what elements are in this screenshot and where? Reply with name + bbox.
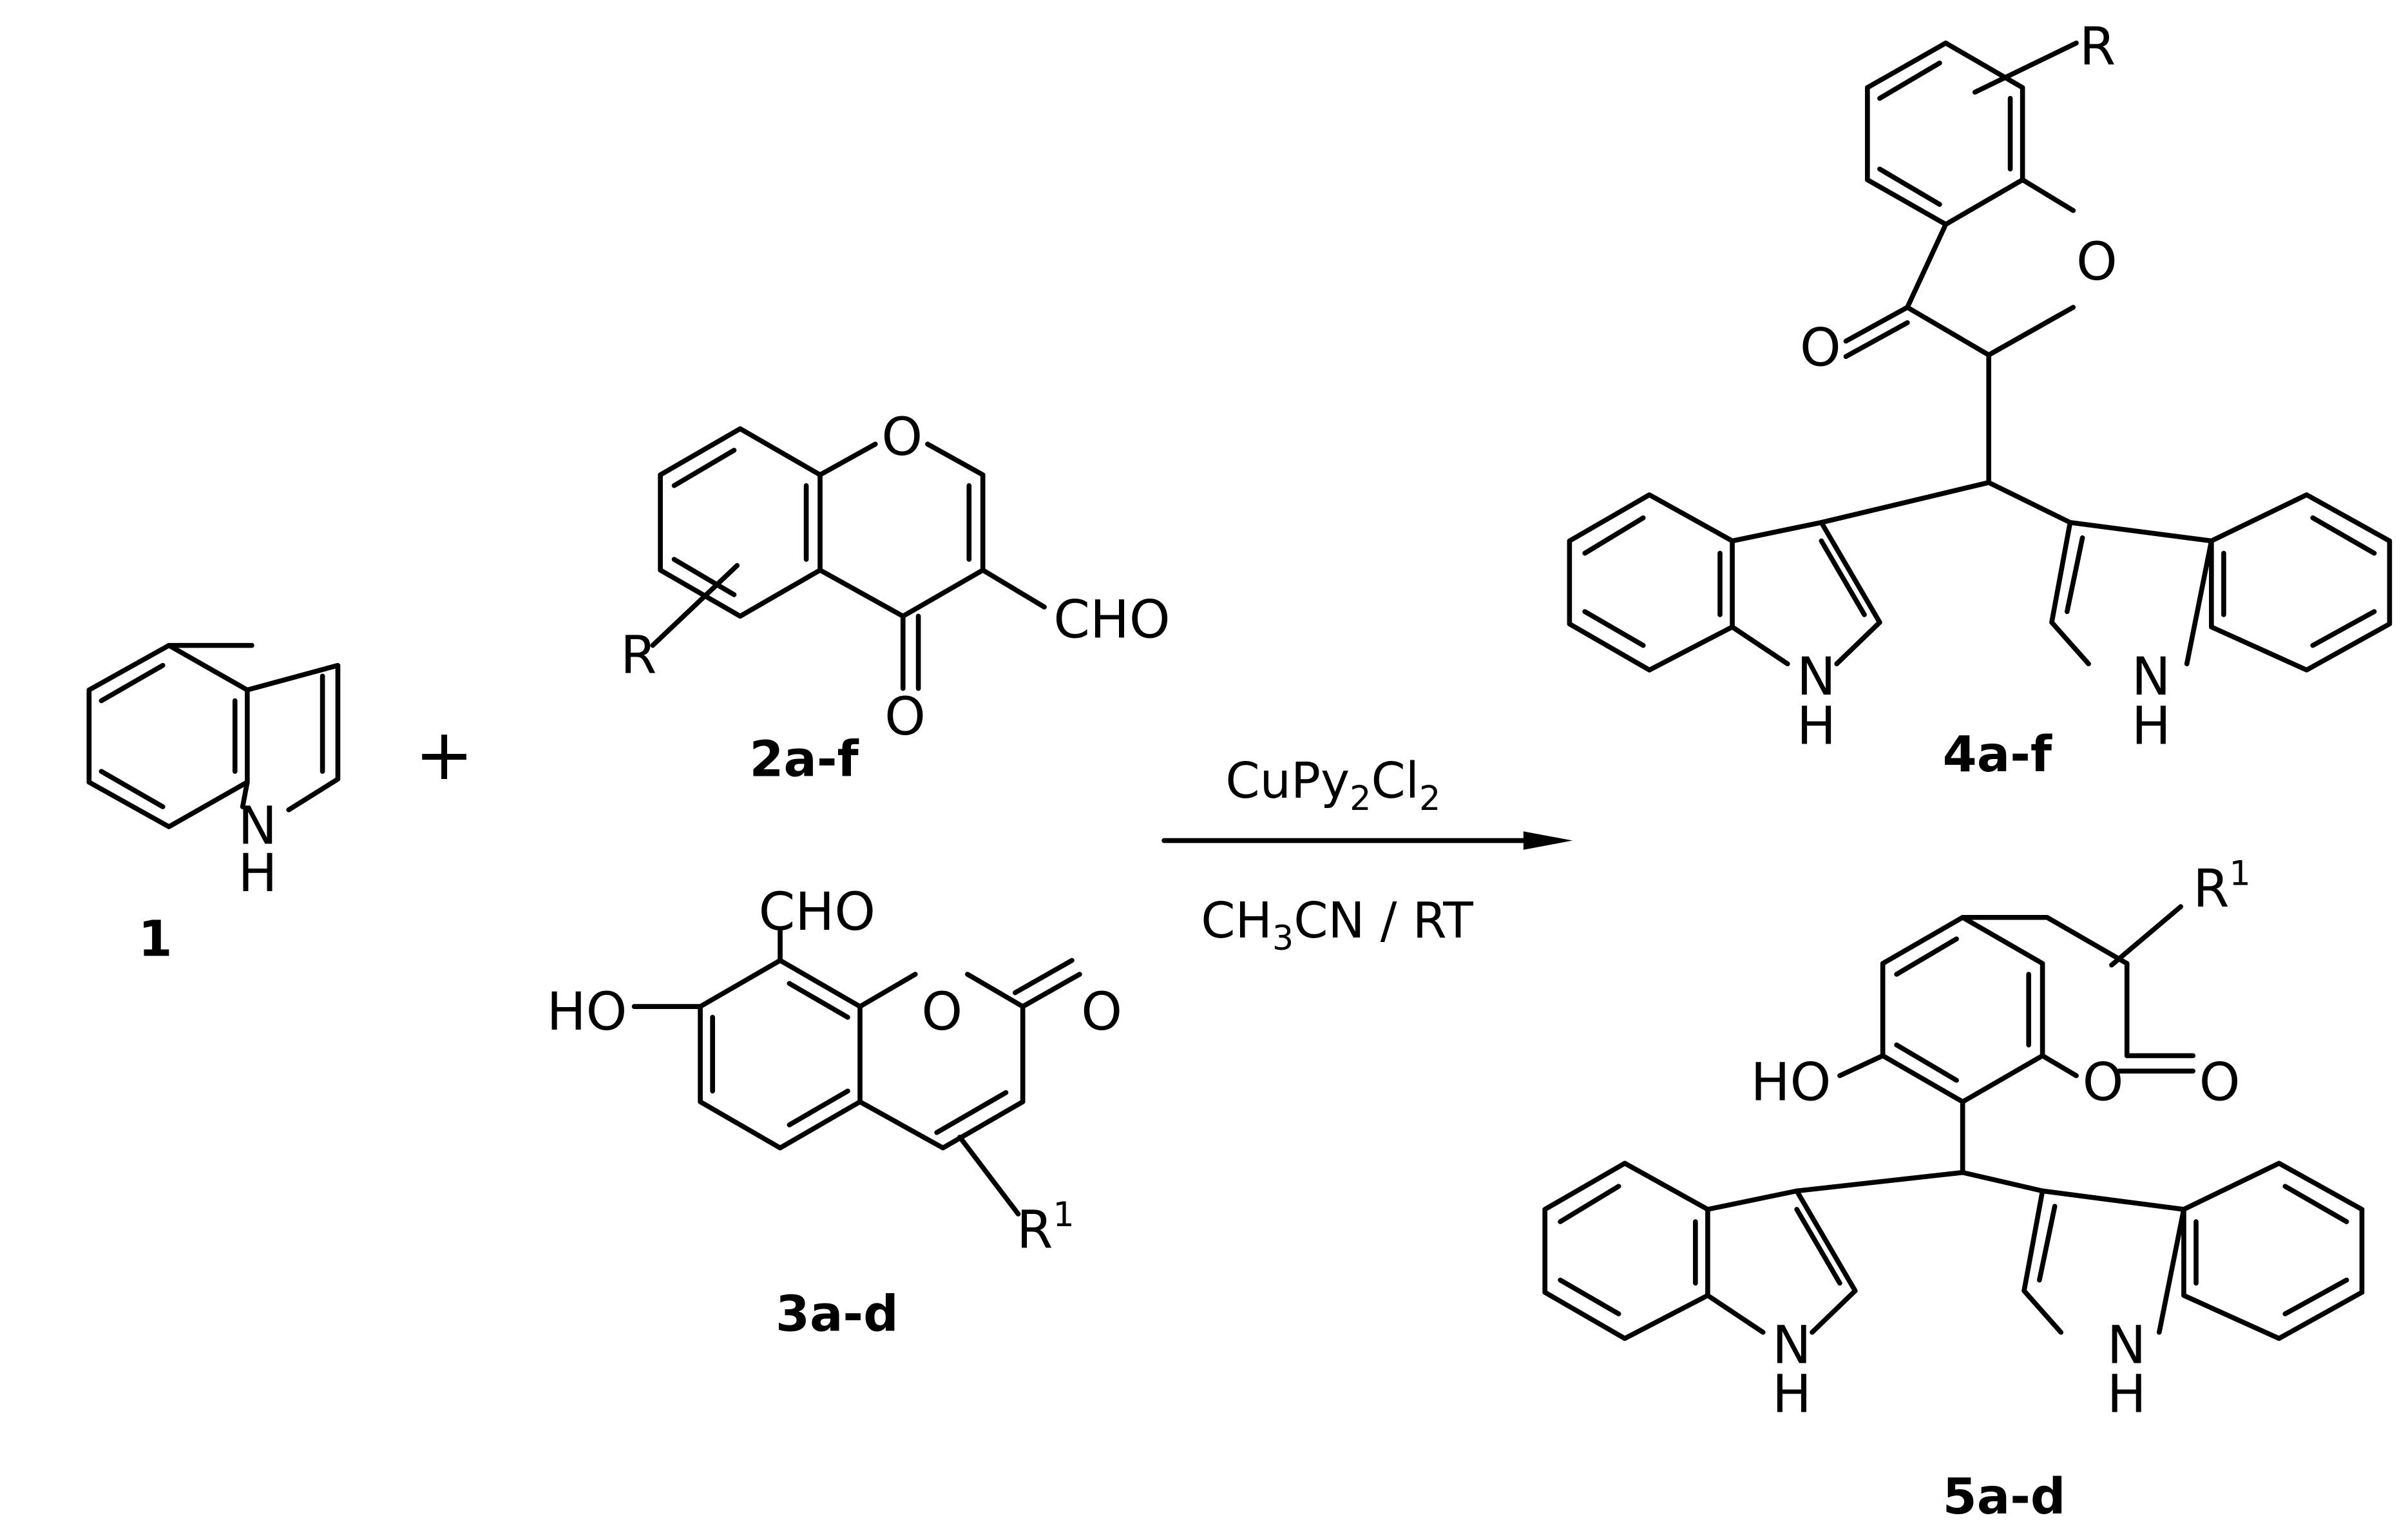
product4-left-h-atom: H [1797, 696, 1836, 756]
product5-right-n-atom: N [2107, 1315, 2146, 1376]
product5-left-h-atom: H [1772, 1365, 1811, 1425]
compound-3-label: 3a-d [776, 1285, 899, 1342]
product5-left-n-atom: N [1772, 1315, 1811, 1376]
product5-ho-group: HO [1751, 1053, 1831, 1113]
product4-left-n-atom: N [1797, 647, 1836, 707]
reagent-label: CuPy2Cl2 [1225, 752, 1440, 818]
product-5: R1 HO O O N H N H 5a-d [1542, 854, 2365, 1525]
chromone-ring-o-atom: O [881, 407, 922, 468]
coumarin-cho-group: CHO [759, 882, 875, 943]
r1-substituent: R1 [1017, 1195, 1075, 1260]
compound-1-indole: N H 1 [86, 642, 341, 967]
product5-right-h-atom: H [2107, 1365, 2146, 1425]
compound-1-label: 1 [139, 910, 173, 967]
product5-keto-o-atom: O [2199, 1053, 2241, 1113]
product4-ring-o-atom: O [2076, 232, 2117, 293]
coumarin-ring-o-atom: O [921, 982, 962, 1043]
product5-r1-substituent: R1 [2193, 854, 2251, 919]
solvent-label: CH3CN / RT [1201, 892, 1473, 958]
product4-right-h-atom: H [2132, 696, 2171, 756]
product4-right-n-atom: N [2132, 647, 2171, 707]
compound-2-chromone: O O CHO R 2a-f [620, 407, 1171, 787]
compound-2-label: 2a-f [749, 730, 859, 787]
compound-4-label: 4a-f [1943, 726, 2052, 783]
product-4: R O O N H N H 4a-f [1567, 17, 2393, 783]
coumarin-keto-o-atom: O [1081, 982, 1122, 1043]
product4-keto-o-atom: O [1800, 318, 1841, 379]
compound-5-label: 5a-d [1943, 1468, 2066, 1525]
product5-ring-o-atom: O [2083, 1053, 2124, 1113]
compound-3-coumarin: CHO HO O O R1 3a-d [547, 882, 1122, 1342]
reaction-arrow-group: CuPy2Cl2 CH3CN / RT [1161, 752, 1573, 958]
plus-sign: + [415, 713, 474, 796]
indole-n-atom: N [238, 796, 278, 856]
reaction-arrow-head [1523, 831, 1573, 850]
r-substituent: R [620, 626, 656, 686]
product4-r-substituent: R [2079, 17, 2116, 77]
coumarin-ho-group: HO [547, 982, 627, 1043]
indole-h-atom: H [238, 843, 278, 904]
chromone-keto-o-atom: O [884, 687, 926, 747]
cho-group: CHO [1053, 590, 1170, 651]
